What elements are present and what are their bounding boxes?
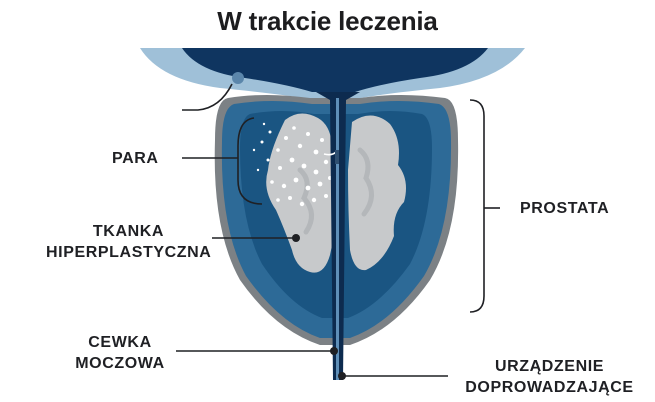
label-hyperplastic-tissue: TKANKA HIPERPLASTYCZNA	[46, 221, 211, 263]
label-para: PARA	[112, 148, 159, 169]
label-delivery-device: URZĄDZENIE DOPROWADZAJĄCE	[452, 356, 647, 398]
bladder-neck-dot	[232, 72, 244, 84]
urethra-highlight	[336, 98, 339, 380]
label-prostate: PROSTATA	[520, 198, 609, 219]
label-urethra: CEWKA MOCZOWA	[70, 332, 170, 374]
